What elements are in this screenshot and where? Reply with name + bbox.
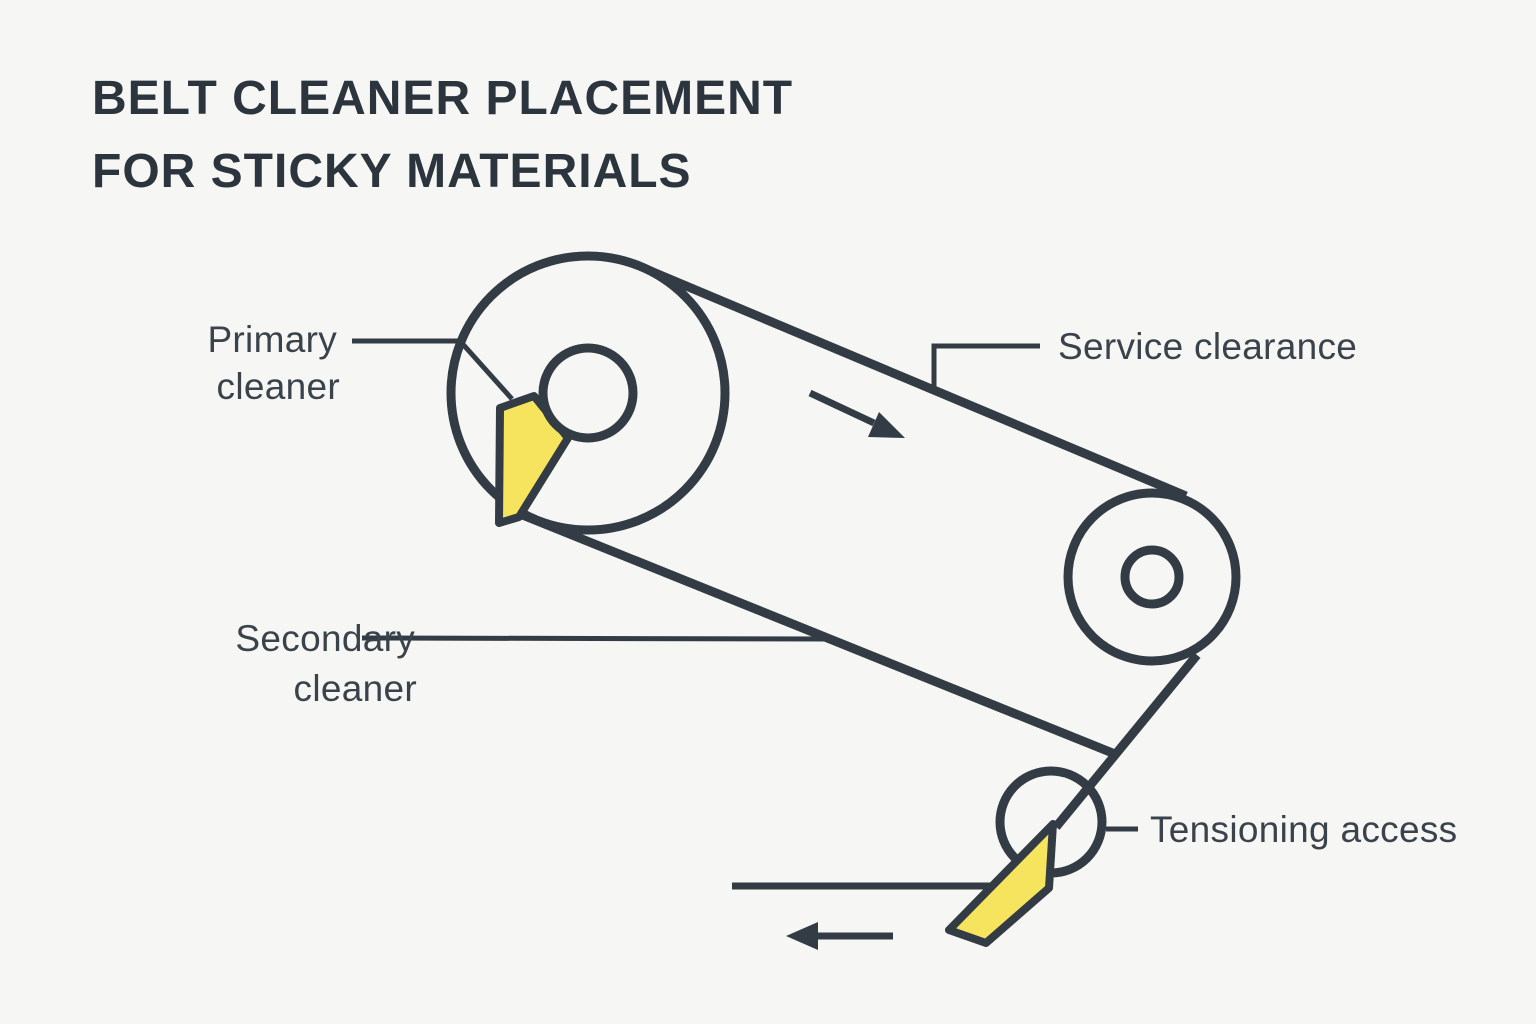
tensioning-access-label: Tensioning access — [1150, 809, 1457, 850]
secondary-cleaner-label-line1: Secondary — [235, 618, 415, 659]
primary-cleaner-blade — [495, 392, 572, 527]
service-clearance-label: Service clearance — [1058, 326, 1357, 367]
tensioner-blade — [945, 820, 1057, 947]
belt-top-run-line — [639, 262, 1188, 501]
service-clearance-leader-line — [931, 343, 1040, 391]
diagram-title-line1: BELT CLEANER PLACEMENT — [92, 72, 793, 125]
belt-takeup-run-line — [1052, 652, 1201, 830]
tail-pulley-shaft — [1120, 545, 1184, 609]
return-direction-arrow — [786, 922, 893, 950]
primary-cleaner-label-line2: cleaner — [217, 366, 340, 407]
diagram-title-line2: FOR STICKY MATERIALS — [92, 145, 692, 198]
primary-cleaner-label-line1: Primary — [207, 319, 337, 360]
belt-direction-arrow — [808, 389, 905, 438]
belt-return-run-line — [513, 507, 1117, 759]
secondary-cleaner-leader-line — [361, 635, 832, 642]
primary-cleaner-leader-line — [352, 338, 514, 401]
head-pulley-shaft — [538, 343, 638, 443]
secondary-cleaner-label-line2: cleaner — [294, 668, 417, 709]
